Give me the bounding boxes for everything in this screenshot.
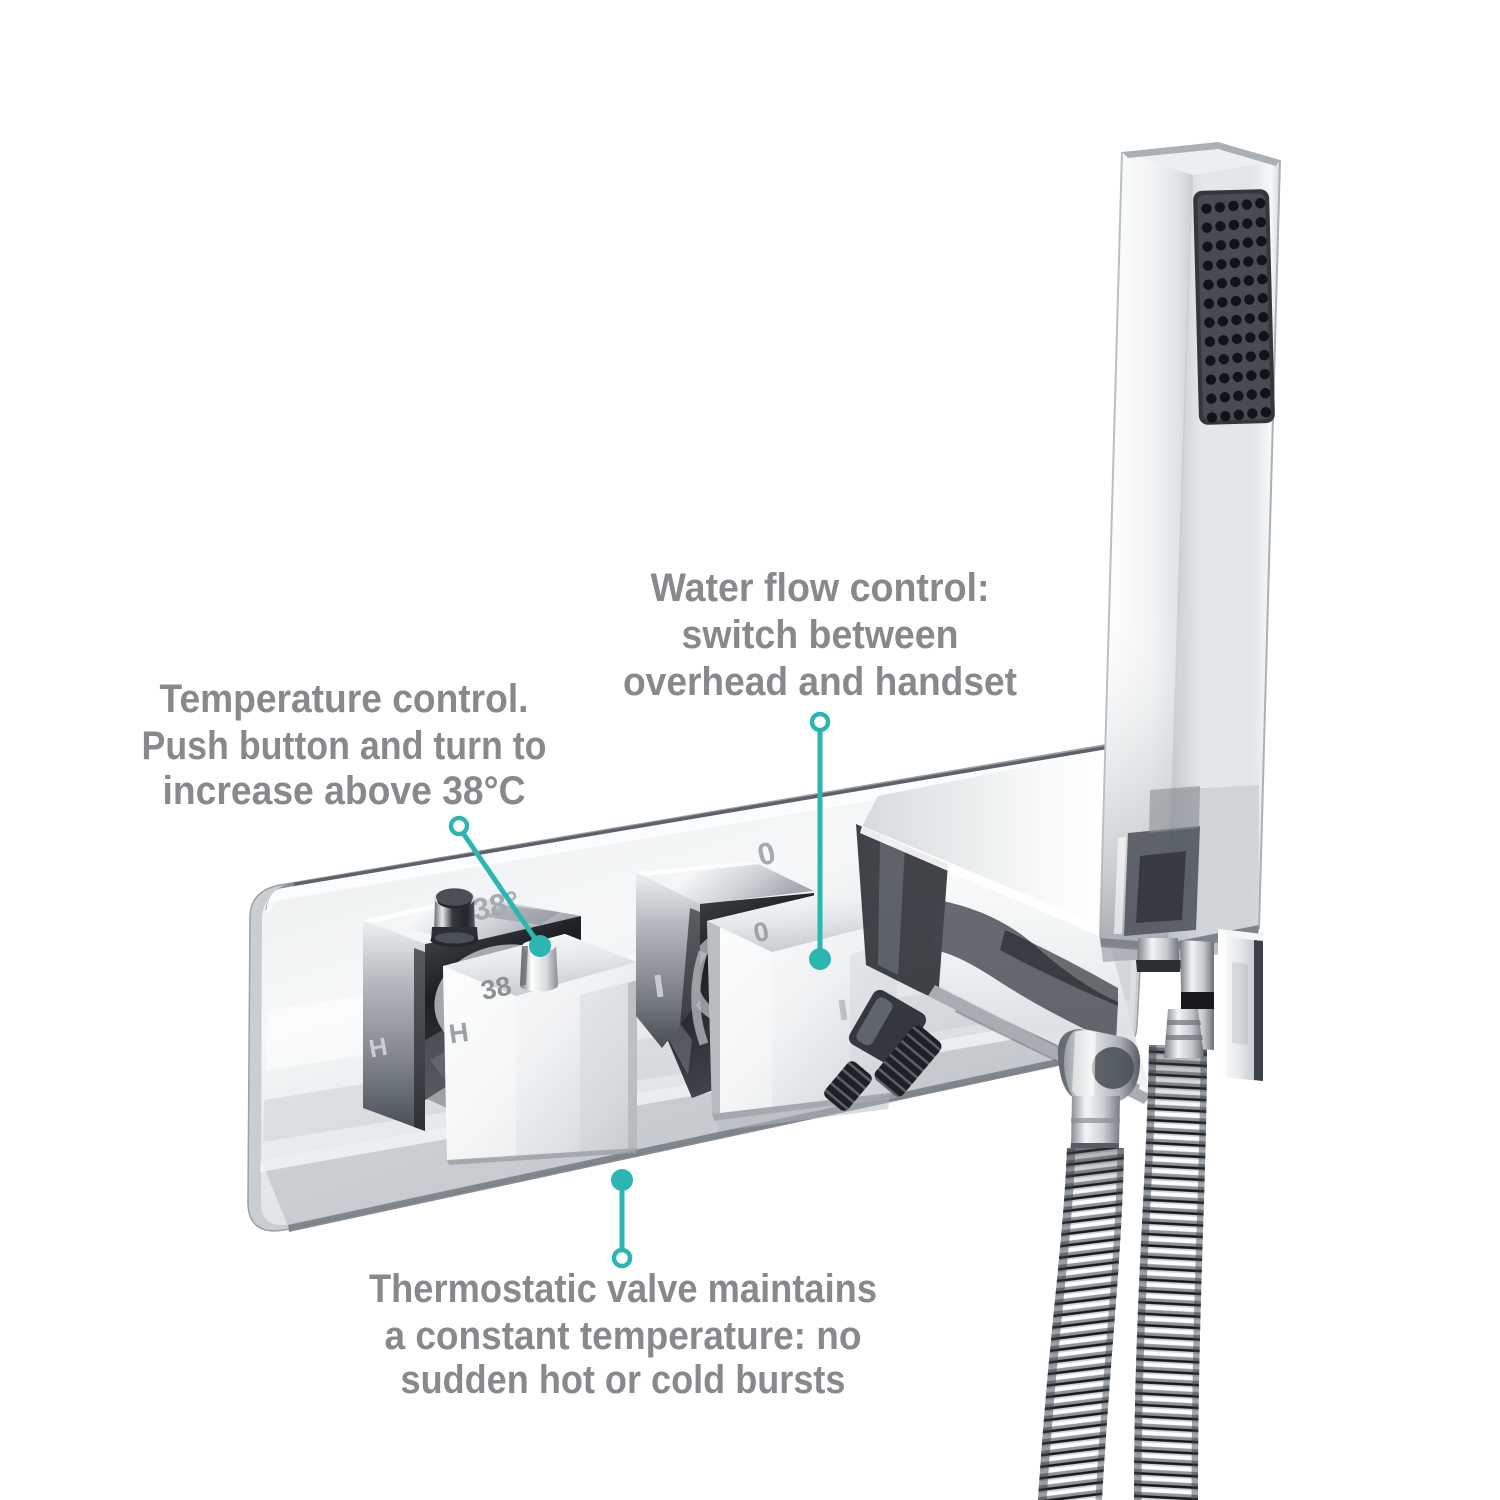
svg-text:0: 0 [751, 916, 772, 948]
svg-text:increase above 38°C: increase above 38°C [163, 769, 526, 813]
svg-text:H: H [447, 1017, 470, 1049]
svg-text:38: 38 [478, 970, 514, 1006]
svg-text:Temperature control.: Temperature control. [160, 677, 529, 721]
svg-text:Water flow control:: Water flow control: [651, 566, 990, 610]
svg-text:switch between: switch between [682, 613, 959, 657]
svg-text:overhead and handset: overhead and handset [623, 660, 1017, 704]
svg-text:H: H [367, 1033, 390, 1064]
svg-text:a constant temperature: no: a constant temperature: no [385, 1314, 862, 1358]
svg-text:Push button and turn to: Push button and turn to [142, 724, 547, 768]
svg-text:Thermostatic valve maintains: Thermostatic valve maintains [369, 1267, 877, 1311]
svg-text:sudden hot or cold bursts: sudden hot or cold bursts [401, 1358, 846, 1402]
